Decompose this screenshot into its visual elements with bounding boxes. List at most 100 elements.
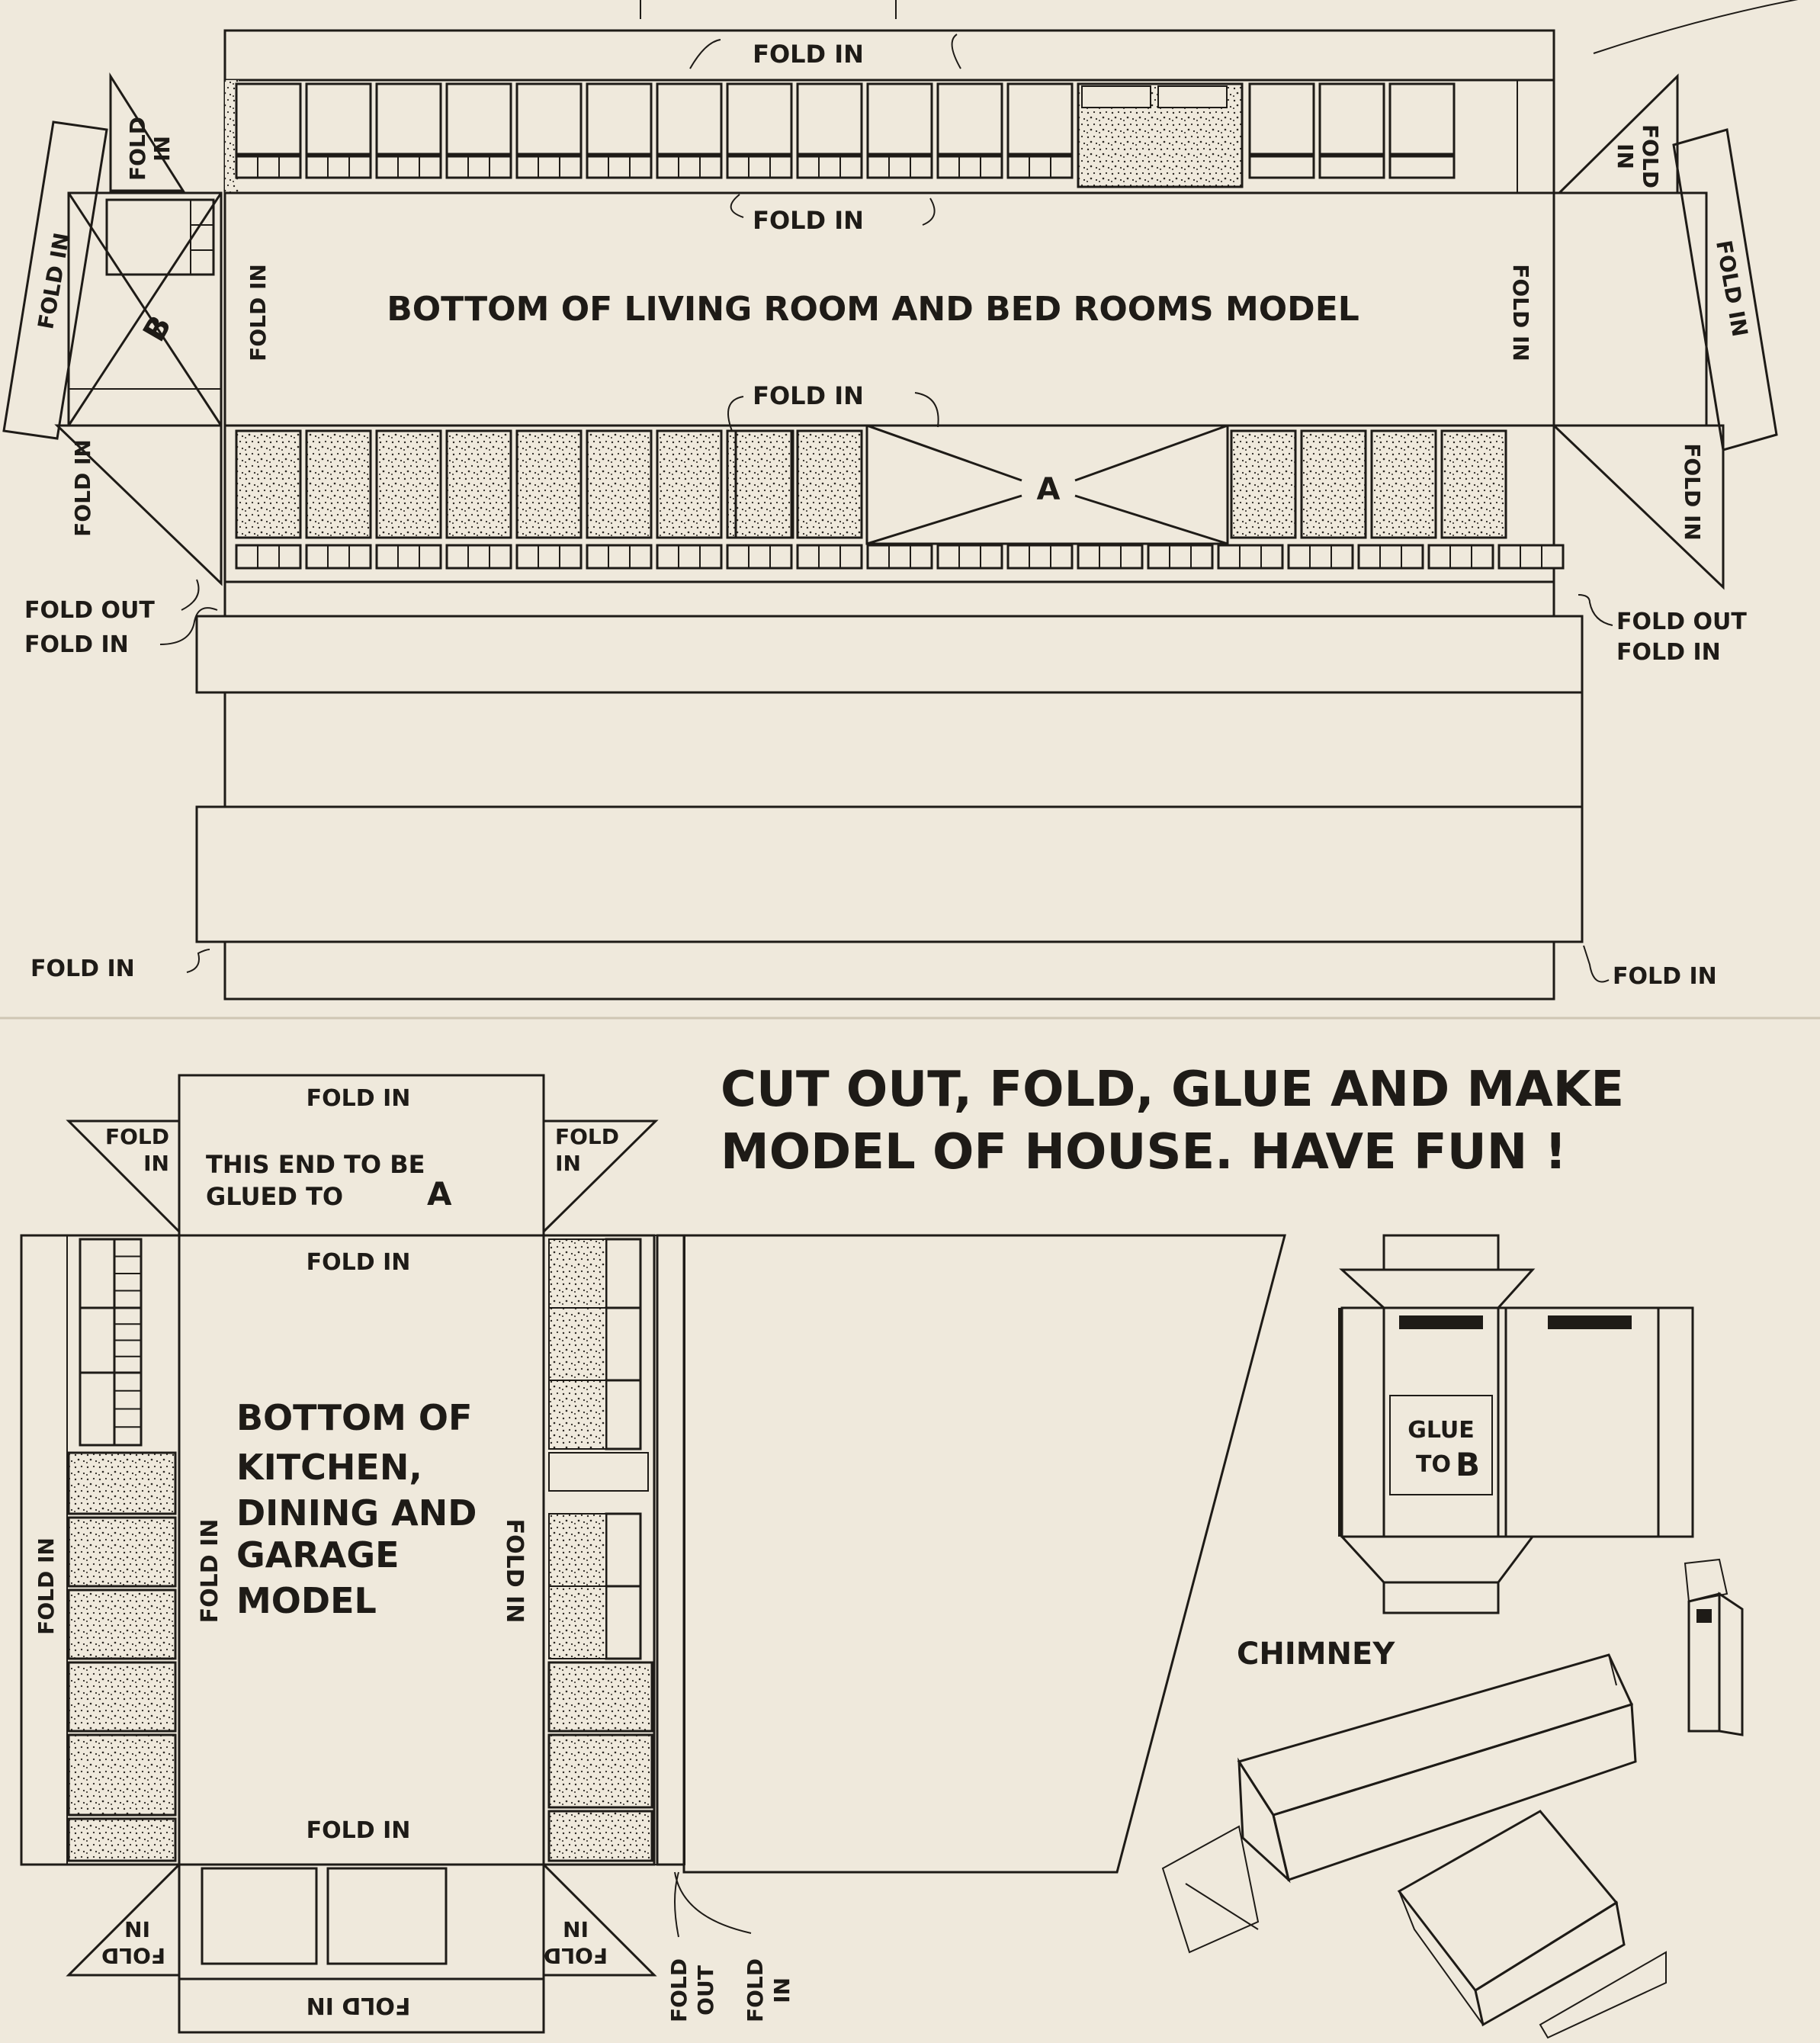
chimney-label: CHIMNEY <box>1237 1637 1395 1672</box>
label-in-right-tri: IN <box>1613 143 1638 169</box>
label-fold-in-left-tri: FOLD <box>125 117 150 181</box>
kitchen-label-line1: BOTTOM OF <box>236 1397 472 1438</box>
lower-model-sheet: CUT OUT, FOLD, GLUE AND MAKE MODEL OF HO… <box>20 1062 1744 2039</box>
upper-window-sill <box>656 155 723 179</box>
kitchen-roof-panel <box>682 1234 1286 1874</box>
left-wall-panel <box>67 1451 177 1515</box>
marker-b: B <box>136 310 178 347</box>
label-fold-in-top: FOLD IN <box>753 40 864 69</box>
label-fold-in-kitchen-top: FOLD IN <box>307 1085 411 1112</box>
label-fold-right-tri: FOLD <box>1638 124 1663 188</box>
kitchen-label-line2: KITCHEN, <box>236 1447 422 1488</box>
garage-door-left <box>201 1867 318 1965</box>
label-fold-in-in: IN <box>769 1977 794 2003</box>
right-wall-window <box>605 1512 642 1588</box>
label-fold-in-lower-wall: FOLD IN <box>753 381 864 410</box>
chimney-glue-line2: TO <box>1416 1451 1451 1478</box>
upper-window-pane <box>796 82 863 156</box>
right-wall-panel <box>548 1513 607 1587</box>
lower-wall-panel-cell <box>305 429 372 539</box>
upper-window-pane <box>235 82 302 156</box>
label-fold-in-right-lower: FOLD IN <box>1680 443 1705 541</box>
lower-window-sill <box>586 544 653 570</box>
lower-window-sill <box>1077 544 1144 570</box>
left-upper-triangle-flap <box>109 72 185 192</box>
lower-window-sill <box>1287 544 1354 570</box>
lower-wall-panel-cell <box>1300 429 1367 539</box>
panel-b-window <box>105 198 215 276</box>
upper-window-sill <box>515 155 583 179</box>
lower-wall-panel-cell <box>726 429 793 539</box>
upper-window-pane <box>1388 82 1456 156</box>
glue-note-line2: GLUED TO <box>206 1182 343 1211</box>
label-fold-in-kitchen-left: FOLD IN <box>197 1519 223 1624</box>
right-wall-panel <box>548 1585 607 1659</box>
front-door <box>734 429 794 539</box>
instructions-line1: CUT OUT, FOLD, GLUE AND MAKE <box>721 1062 1624 1118</box>
garage-door-panel <box>178 1863 545 1980</box>
upper-window-sill <box>1388 155 1456 179</box>
right-lower-triangle-flap <box>1551 424 1725 590</box>
label-in-right-tri-k: IN <box>555 1151 581 1176</box>
label-fold-in-right: FOLD IN <box>1616 639 1721 666</box>
upper-window-pane <box>656 82 723 156</box>
kitchen-label-line4: GARAGE <box>236 1534 400 1576</box>
label-fold-out-left: FOLD OUT <box>24 597 155 624</box>
right-wall-windows <box>547 1238 653 1862</box>
panel-b-base <box>68 388 222 426</box>
upper-window-sill <box>586 155 653 179</box>
lower-wall-panel-cell <box>586 429 653 539</box>
lower-wall-panel-cell <box>375 429 442 539</box>
bottom-fold-flap <box>223 940 1555 1001</box>
label-in-br: IN <box>563 1916 589 1942</box>
right-wall-window <box>605 1238 642 1309</box>
lower-wall-panel-cell <box>1230 429 1297 539</box>
label-fold-out-fold: FOLD <box>666 1958 692 2022</box>
upper-window-sill <box>726 155 793 179</box>
upper-model-sheet: A FOLD IN FOLD IN <box>2 0 1799 1001</box>
label-fold-right-tri-k: FOLD <box>555 1124 619 1149</box>
lower-window-sill <box>656 544 723 570</box>
label-fold-out-out: OUT <box>693 1965 718 2016</box>
lower-window-sill <box>445 544 512 570</box>
kitchen-bottom-label: BOTTOM OF KITCHEN, DINING AND GARAGE MOD… <box>236 1397 477 1621</box>
label-fold-in-kitchen-inner: FOLD IN <box>307 1249 411 1276</box>
label-fold-out-right: FOLD OUT <box>1616 609 1747 635</box>
lower-window-row <box>235 429 1565 570</box>
garage-door-right <box>326 1867 448 1965</box>
label-fold-in-upper-wall: FOLD IN <box>753 206 864 235</box>
upper-window-sill <box>235 155 302 179</box>
lower-window-sill <box>375 544 442 570</box>
label-fold-in-b-side: FOLD IN <box>246 264 271 361</box>
label-fold-in-kitchen-right: FOLD IN <box>501 1519 528 1624</box>
lower-wall-panel-cell <box>796 429 863 539</box>
kitchen-left-tri <box>66 1119 181 1235</box>
upper-window-sill <box>375 155 442 179</box>
label-fold-in-right-side: FOLD IN <box>1508 264 1533 361</box>
upper-window-pane <box>515 82 583 156</box>
upper-window-pane <box>1318 82 1385 156</box>
upper-window-sill <box>1248 155 1315 179</box>
label-fold-in-left-lower: FOLD IN <box>70 439 95 537</box>
upper-window-sill <box>305 155 372 179</box>
chimney-glue-target: B <box>1456 1446 1480 1483</box>
upper-wall-right-edge <box>1517 79 1555 194</box>
upper-window-sill <box>1006 155 1074 179</box>
glue-note-line1: THIS END TO BE <box>206 1150 425 1179</box>
left-wall-panel <box>67 1516 177 1588</box>
upper-window-pane <box>445 82 512 156</box>
pen-mark <box>1593 0 1799 54</box>
lower-window-sill <box>1006 544 1074 570</box>
chimney-3d-sketch <box>1684 1558 1744 1736</box>
label-fold-in-bottom-left: FOLD IN <box>30 956 135 982</box>
upper-window-pane <box>866 82 933 156</box>
lower-wall-panel-cell <box>656 429 723 539</box>
label-fold-in-left: FOLD IN <box>24 631 129 658</box>
lower-window-sill <box>1357 544 1424 570</box>
upper-window-sill <box>866 155 933 179</box>
label-fold-left-tri: FOLD <box>105 1124 169 1149</box>
lower-window-sill <box>796 544 863 570</box>
lower-wall-panel-cell <box>515 429 583 539</box>
left-wall-windows <box>67 1238 177 1862</box>
